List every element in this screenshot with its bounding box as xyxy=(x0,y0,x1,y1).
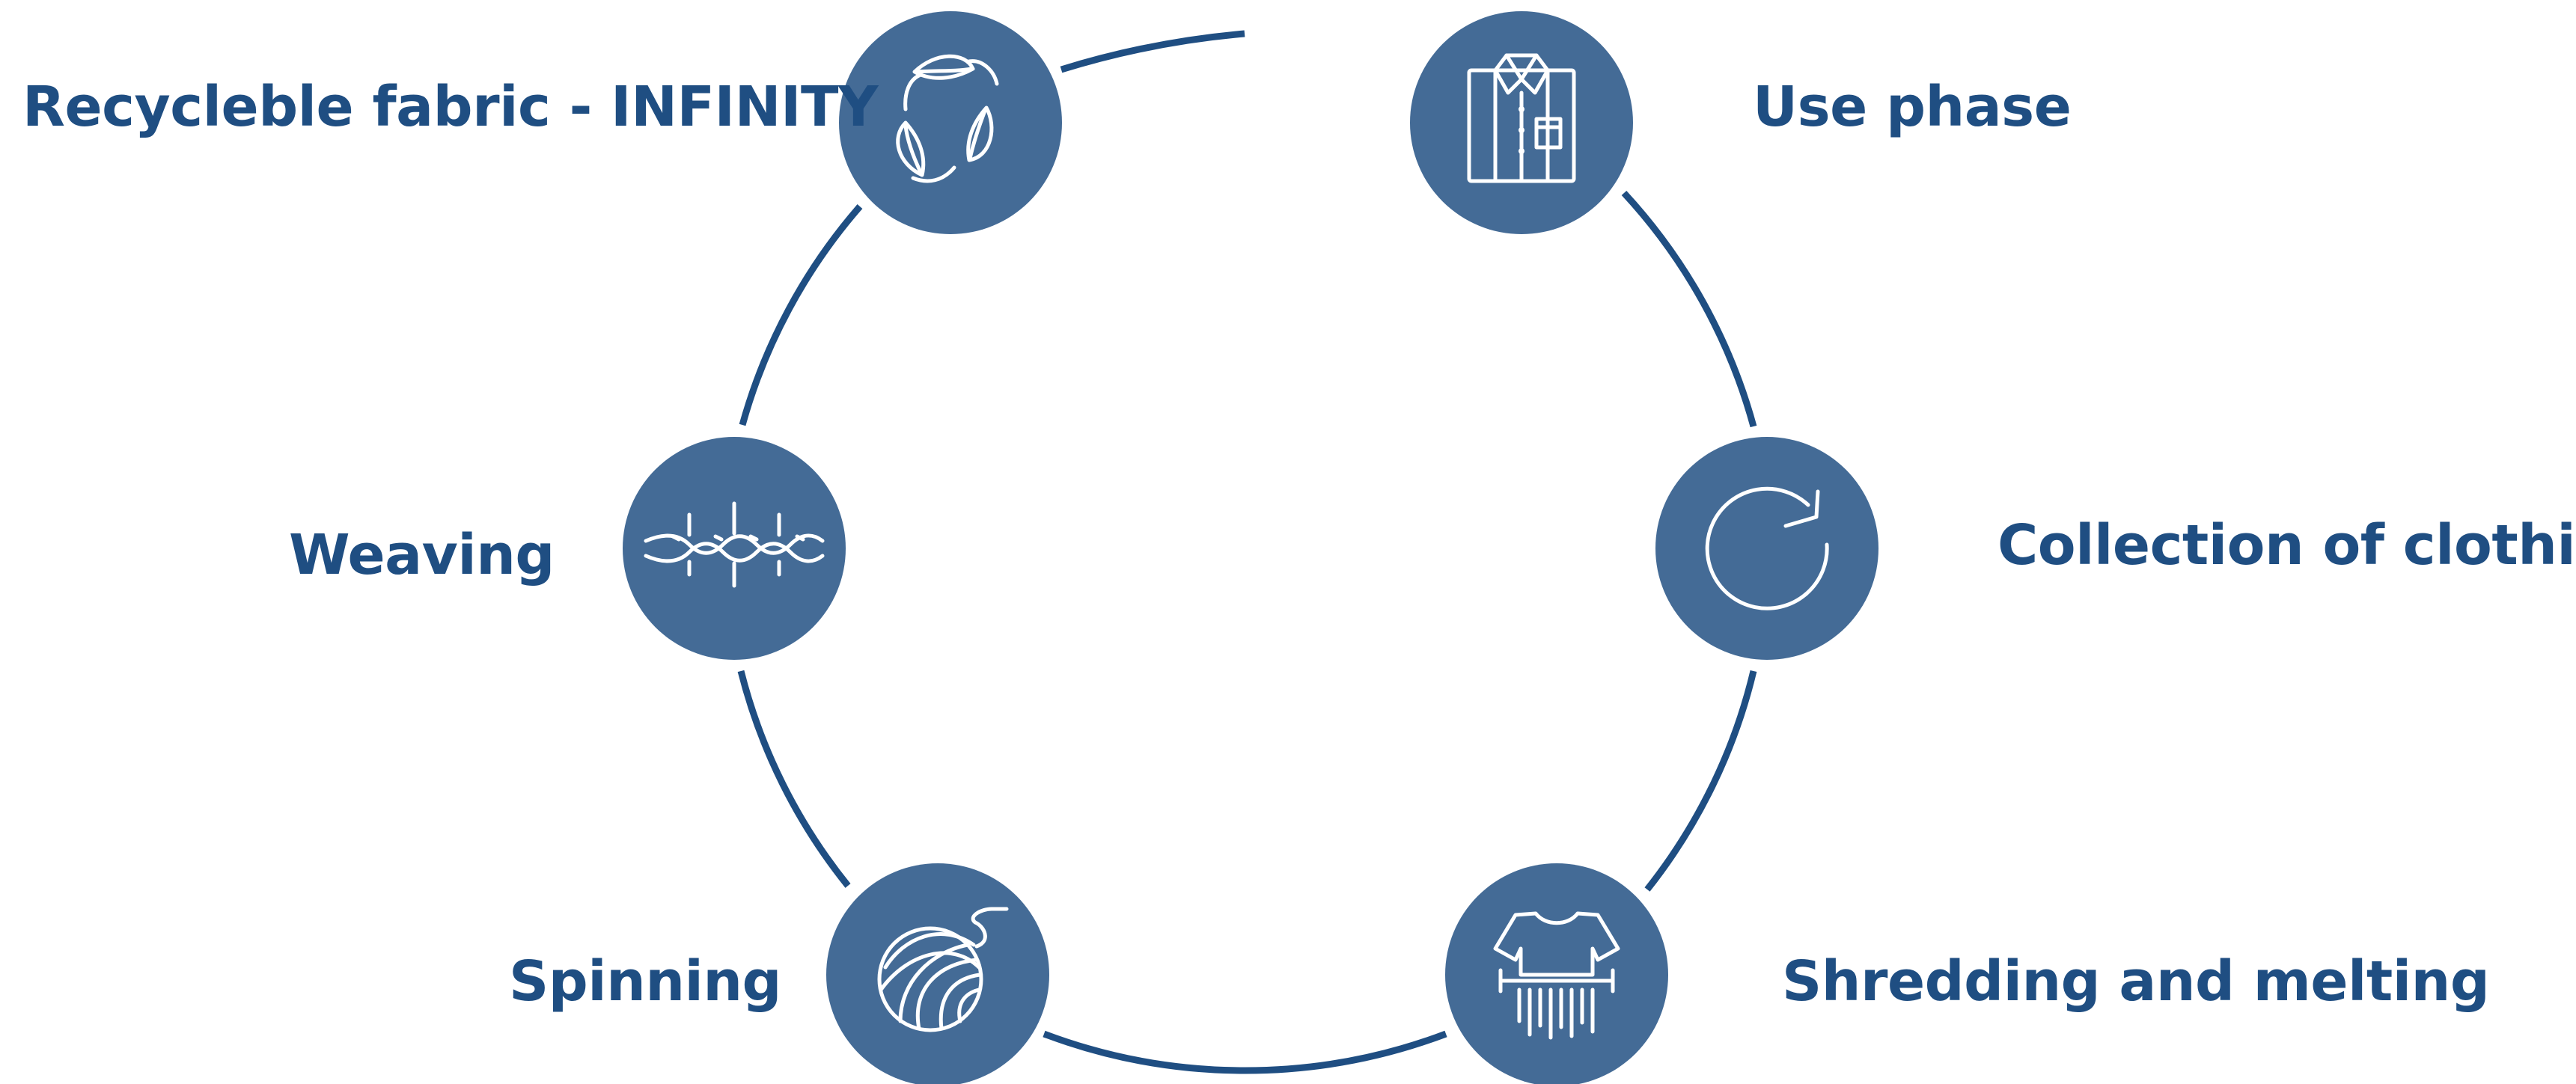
yarn-ball-icon xyxy=(877,907,1009,1032)
leaf-triangle-icon xyxy=(896,54,999,183)
arc-top-right-to-collection xyxy=(1621,190,1757,428)
step-circle-collection xyxy=(1655,437,1878,660)
step-circle-recyclable-fabric xyxy=(839,11,1062,234)
label-recyclable-fabric: Recycleble fabric - INFINITY xyxy=(22,75,879,139)
arc-spinning-to-weaving xyxy=(737,670,851,888)
arc-collection-to-shredding xyxy=(1644,670,1757,892)
woven-thread-icon xyxy=(644,501,825,588)
shirt-icon xyxy=(1467,53,1576,183)
label-collection: Collection of clothing xyxy=(1997,513,2576,578)
step-circles xyxy=(623,11,1878,1084)
cycle-arrow-icon xyxy=(1705,486,1829,610)
label-use-phase: Use phase xyxy=(1753,75,2072,139)
shredder-icon xyxy=(1493,911,1620,1040)
cycle-arcs xyxy=(737,30,1757,1074)
arc-weaving-to-recyclable xyxy=(739,204,863,426)
step-circle-weaving xyxy=(623,437,846,660)
label-shredding: Shredding and melting xyxy=(1782,949,2490,1014)
label-spinning: Spinning xyxy=(509,949,782,1014)
arc-top-left-to-top xyxy=(1060,30,1245,73)
label-weaving: Weaving xyxy=(289,523,555,587)
arc-shredding-to-spinning xyxy=(1043,1030,1447,1074)
